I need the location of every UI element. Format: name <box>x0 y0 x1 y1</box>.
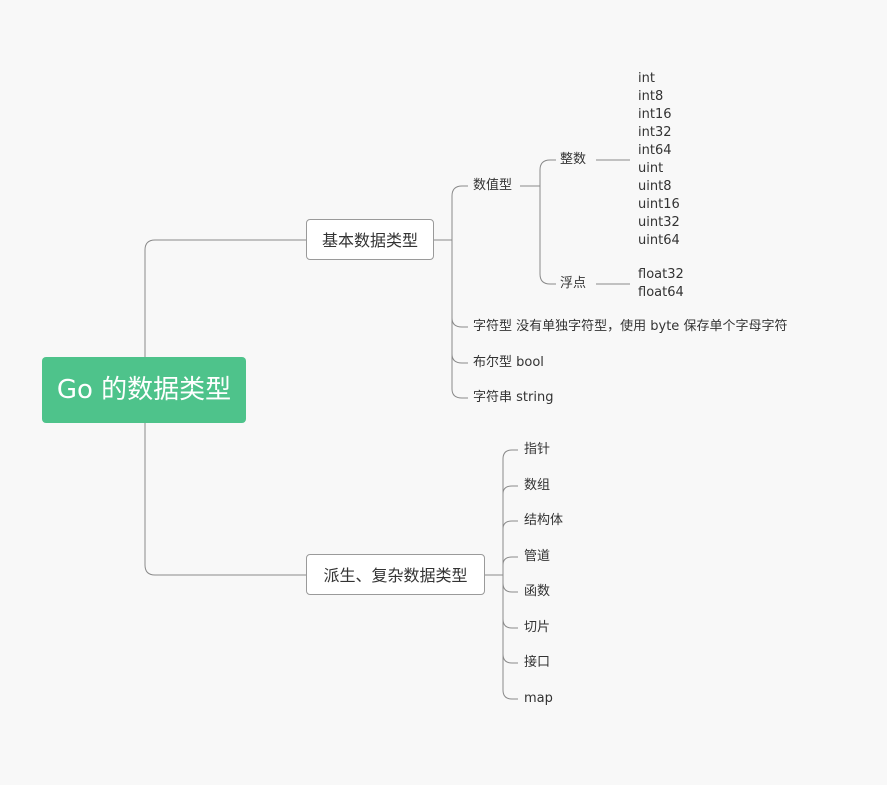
connector-root-to-derived <box>144 423 306 576</box>
derived-item[interactable]: map <box>524 691 553 706</box>
connector-basic-to-numeric <box>451 185 468 240</box>
integer-type-item[interactable]: uint16 <box>638 197 680 212</box>
integer-type-item[interactable]: int16 <box>638 107 672 122</box>
integer-type-item[interactable]: uint32 <box>638 215 680 230</box>
integer-type-item[interactable]: int <box>638 71 655 86</box>
connector-derived-to-item-6 <box>502 618 518 629</box>
numeric-node[interactable]: 数值型 <box>473 178 513 193</box>
connector-derived-spine-up <box>502 449 518 575</box>
char-node[interactable]: 字符型 没有单独字符型，使用 byte 保存单个字母字符 <box>473 319 788 334</box>
bool-node[interactable]: 布尔型 bool <box>473 355 544 370</box>
integer-type-item[interactable]: int32 <box>638 125 672 140</box>
derived-item[interactable]: 管道 <box>524 549 551 564</box>
root-node[interactable]: Go 的数据类型 <box>42 357 246 423</box>
derived-item[interactable]: 结构体 <box>524 513 564 528</box>
integer-type-item[interactable]: int64 <box>638 143 672 158</box>
float-type-item[interactable]: float64 <box>638 285 684 300</box>
connector-basic-to-char <box>451 240 468 328</box>
float-type-item[interactable]: float32 <box>638 267 684 282</box>
connector-basic-to-string <box>451 240 468 399</box>
integer-type-item[interactable]: uint8 <box>638 179 672 194</box>
connector-numeric-to-integer <box>539 159 556 186</box>
derived-types-node[interactable]: 派生、复杂数据类型 <box>306 554 485 595</box>
connector-derived-to-item-7 <box>502 653 518 664</box>
derived-item[interactable]: 指针 <box>524 442 551 457</box>
string-node[interactable]: 字符串 string <box>473 390 554 405</box>
integer-type-item[interactable]: uint64 <box>638 233 680 248</box>
connector-derived-to-item-5 <box>502 582 518 593</box>
derived-item[interactable]: 函数 <box>524 584 551 599</box>
integer-node[interactable]: 整数 <box>560 152 587 167</box>
connector-numeric-to-float <box>539 186 556 285</box>
derived-item[interactable]: 切片 <box>524 620 551 635</box>
connector-derived-to-item-2 <box>502 485 518 495</box>
connector-basic-to-bool <box>451 240 468 364</box>
integer-type-item[interactable]: int8 <box>638 89 664 104</box>
derived-item[interactable]: 数组 <box>524 478 551 493</box>
basic-types-node[interactable]: 基本数据类型 <box>306 219 434 260</box>
integer-type-item[interactable]: uint <box>638 161 664 176</box>
connector-derived-spine-down <box>502 575 518 700</box>
derived-item[interactable]: 接口 <box>524 655 551 670</box>
connector-root-to-basic <box>144 239 306 357</box>
connector-derived-to-item-4 <box>502 556 518 566</box>
float-node[interactable]: 浮点 <box>560 276 587 291</box>
connector-derived-to-item-3 <box>502 520 518 530</box>
